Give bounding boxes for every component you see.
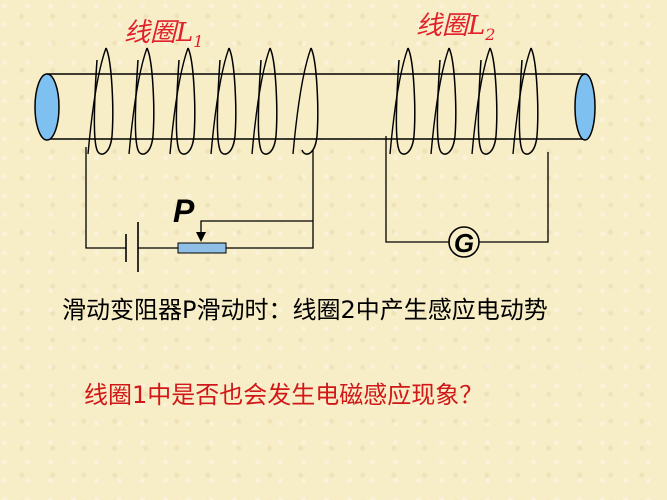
coil-2-label-letter: L [468, 11, 486, 41]
coil-1-label-letter: L [176, 18, 194, 48]
rheostat-resistor [177, 242, 227, 254]
circuit-diagram: G [34, 47, 596, 272]
slider-label: P [173, 193, 195, 229]
coil-1-front [93, 47, 319, 155]
coil-1-label-subscript: 1 [193, 32, 204, 51]
battery-symbol [125, 222, 139, 272]
coil-2-label: 线圈L2 [416, 5, 495, 44]
description-text: 滑动变阻器P滑动时：线圈2中产生感应电动势 [62, 296, 548, 324]
coil-2-label-prefix: 线圈 [416, 11, 469, 41]
iron-core-tube [47, 73, 585, 140]
tube-right-end [574, 73, 596, 141]
coil-1-label-prefix: 线圈 [124, 18, 177, 48]
coil-2-label-subscript: 2 [485, 25, 496, 44]
coil-2-front [395, 47, 539, 155]
circuit-2-wires [385, 136, 549, 243]
tube-left-end [34, 73, 60, 141]
circuit-1-wires [85, 147, 314, 249]
coil-1-label: 线圈L1 [124, 12, 203, 51]
question-text: 线圈1中是否也会发生电磁感应现象？ [84, 381, 484, 409]
slider-arrow [196, 232, 206, 242]
galvanometer-label: G [454, 228, 474, 258]
galvanometer [448, 226, 480, 258]
